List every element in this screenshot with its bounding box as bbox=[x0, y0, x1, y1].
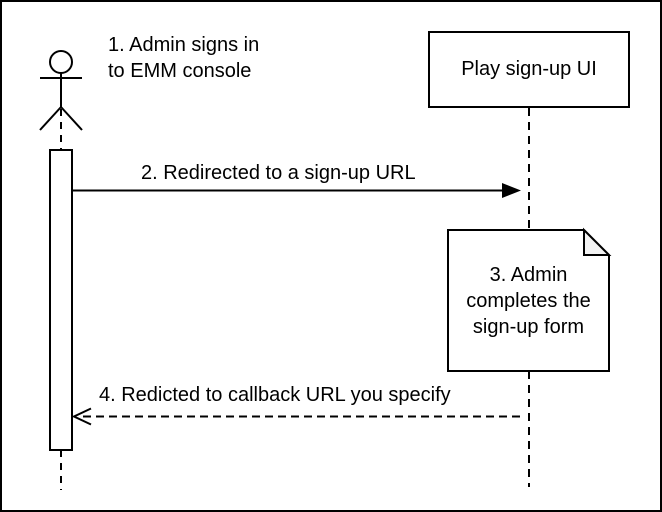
message-label-callback: 4. Redicted to callback URL you specify bbox=[99, 384, 451, 406]
note-label: 3. Admin completes the sign-up form bbox=[466, 263, 591, 338]
note-shape bbox=[447, 227, 612, 372]
message-label-signup-url: 2. Redirected to a sign-up URL bbox=[141, 162, 416, 184]
actor-leg-right bbox=[60, 106, 83, 131]
message-arrow-callback-head bbox=[71, 407, 92, 426]
note-body bbox=[447, 229, 610, 372]
message-arrow-callback bbox=[71, 407, 520, 426]
actor-head bbox=[49, 50, 73, 74]
message-arrow-signup-url bbox=[72, 183, 521, 198]
message-arrow-signup-url-head bbox=[502, 183, 521, 198]
participant-box-play-signup-ui: Play sign-up UI bbox=[428, 31, 630, 108]
note-fold bbox=[583, 227, 612, 256]
activation-bar bbox=[49, 149, 73, 451]
participant-label: Play sign-up UI bbox=[461, 58, 597, 80]
actor-leg-left bbox=[39, 106, 62, 131]
actor-figure bbox=[39, 50, 83, 131]
actor-label: 1. Admin signs in to EMM console bbox=[108, 34, 260, 82]
